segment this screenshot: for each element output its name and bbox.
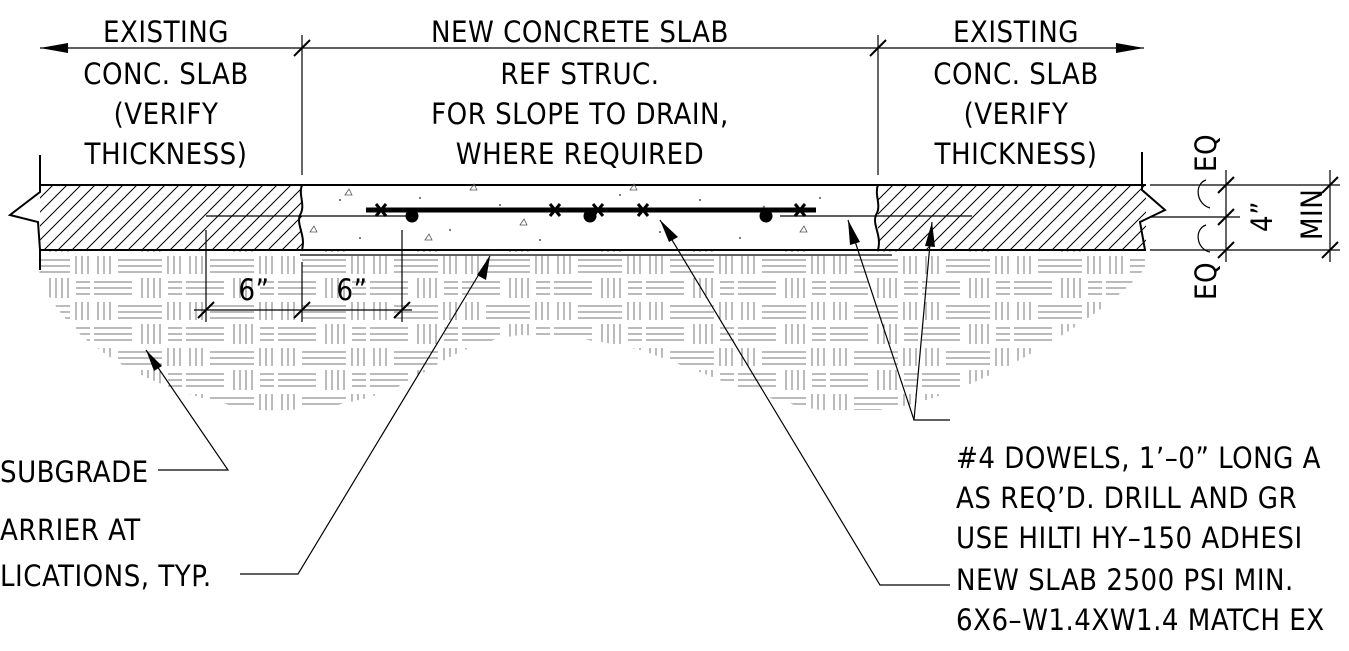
left-slab-label: EXISTING CONC. SLAB (VERIFY THICKNESS)	[83, 15, 249, 171]
dowels-note-2: AS REQ’D. DRILL AND GR	[956, 481, 1297, 515]
slab-note-2: 6X6–W1.4XW1.4 MATCH EX	[956, 603, 1325, 637]
svg-text:EXISTING: EXISTING	[103, 15, 229, 49]
leader-subgrade	[145, 349, 230, 471]
existing-slab-left	[40, 185, 302, 250]
leader-vapor	[240, 255, 491, 575]
vapor-label-2: LICATIONS, TYP.	[0, 559, 212, 593]
dowels-note-3: USE HILTI HY–150 ADHESI	[956, 521, 1303, 555]
svg-text:WHERE REQUIRED: WHERE REQUIRED	[456, 137, 704, 171]
svg-text:REF STRUC.: REF STRUC.	[500, 57, 659, 91]
svg-text:EXISTING: EXISTING	[953, 15, 1079, 49]
dim-left-label: 6”	[238, 273, 269, 307]
eq-bottom-label: EQ	[1189, 262, 1223, 300]
svg-text:NEW CONCRETE SLAB: NEW CONCRETE SLAB	[431, 15, 729, 49]
svg-text:THICKNESS): THICKNESS)	[934, 137, 1098, 171]
right-slab-label: EXISTING CONC. SLAB (VERIFY THICKNESS)	[933, 15, 1099, 171]
svg-text:(VERIFY: (VERIFY	[114, 97, 219, 131]
svg-text:CONC. SLAB: CONC. SLAB	[933, 57, 1099, 91]
vapor-label-1: ARRIER AT	[0, 513, 141, 547]
slab-note-1: NEW SLAB 2500 PSI MIN.	[956, 563, 1294, 597]
center-slab-label: NEW CONCRETE SLAB REF STRUC. FOR SLOPE T…	[431, 15, 729, 171]
thickness-label: 4”	[1245, 201, 1279, 232]
dowels-note-1: #4 DOWELS, 1’–0” LONG A	[956, 441, 1321, 475]
svg-text:(VERIFY: (VERIFY	[964, 97, 1069, 131]
eq-top-label: EQ	[1189, 134, 1223, 172]
min-label: MIN	[1295, 189, 1329, 240]
leader-slab	[659, 219, 950, 586]
svg-text:THICKNESS): THICKNESS)	[84, 137, 248, 171]
rebar-marks	[374, 203, 807, 223]
svg-text:CONC. SLAB: CONC. SLAB	[83, 57, 249, 91]
dim-mid-label: 6”	[336, 273, 367, 307]
subgrade-label: SUBGRADE	[0, 455, 149, 489]
svg-text:FOR SLOPE TO DRAIN,: FOR SLOPE TO DRAIN,	[431, 97, 729, 131]
existing-slab-right	[878, 185, 1146, 250]
subgrade-earth	[38, 250, 1145, 411]
